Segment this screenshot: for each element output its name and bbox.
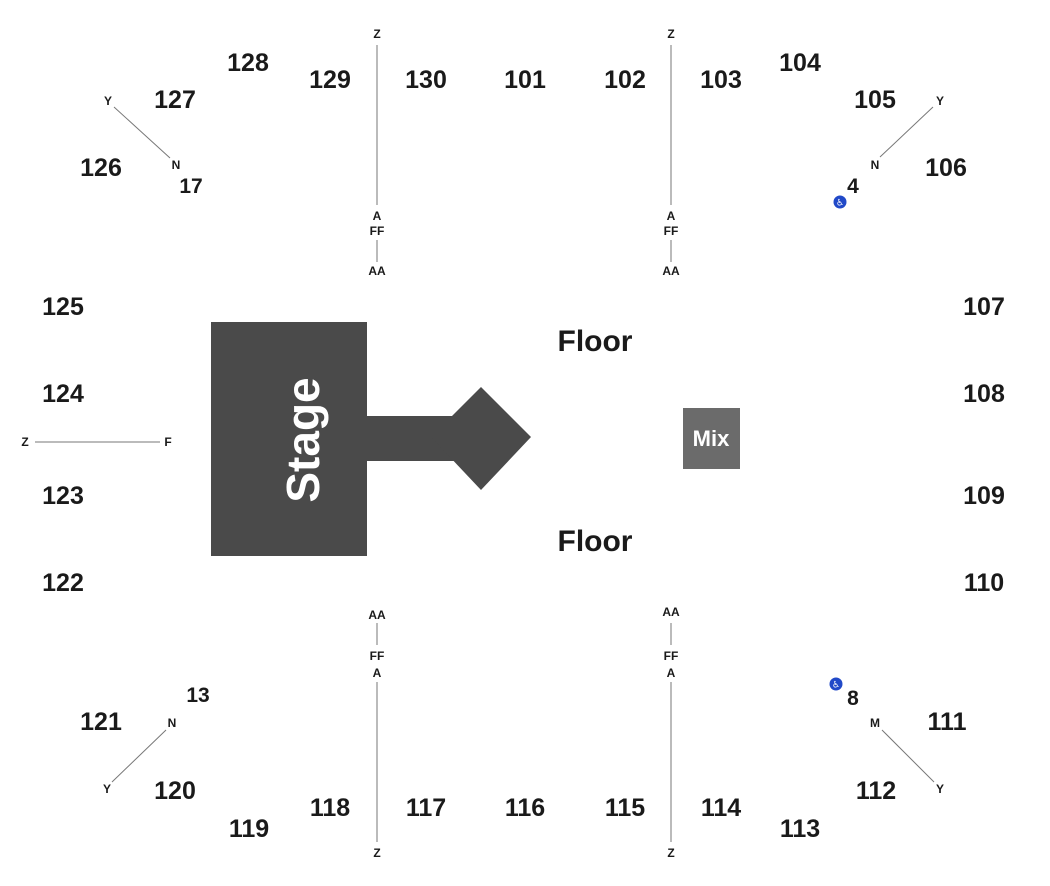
row-label: A bbox=[373, 209, 382, 223]
section-107[interactable]: 107 bbox=[963, 293, 1005, 321]
row-label: Z bbox=[667, 846, 674, 860]
row-label: A bbox=[667, 666, 676, 680]
section-105[interactable]: 105 bbox=[854, 86, 896, 114]
mix-box bbox=[683, 408, 740, 469]
entrance-8[interactable]: 8 bbox=[847, 687, 859, 710]
mix-label: Mix bbox=[693, 426, 730, 451]
row-label: FF bbox=[370, 224, 385, 238]
row-label: N bbox=[168, 716, 177, 730]
row-label: FF bbox=[664, 224, 679, 238]
section-130[interactable]: 130 bbox=[405, 66, 447, 94]
aisle-line-ne bbox=[879, 106, 934, 158]
row-label: A bbox=[667, 209, 676, 223]
section-118[interactable]: 118 bbox=[310, 794, 350, 822]
section-113[interactable]: 113 bbox=[780, 815, 820, 843]
section-103[interactable]: 103 bbox=[700, 66, 742, 94]
row-label: A bbox=[373, 666, 382, 680]
row-label: Z bbox=[373, 27, 380, 41]
wheelchair-icon[interactable]: ♿ bbox=[829, 677, 843, 691]
mix-position[interactable]: Mix bbox=[683, 408, 740, 469]
section-125[interactable]: 125 bbox=[42, 293, 84, 321]
row-label: AA bbox=[368, 264, 386, 278]
row-label: Y bbox=[936, 94, 944, 108]
entrance-13[interactable]: 13 bbox=[186, 684, 209, 707]
aisle-line-se bbox=[881, 729, 935, 783]
section-106[interactable]: 106 bbox=[925, 154, 967, 182]
section-126[interactable]: 126 bbox=[80, 154, 122, 182]
row-label: AA bbox=[662, 264, 680, 278]
section-127[interactable]: 127 bbox=[154, 86, 196, 114]
stage-block bbox=[211, 322, 367, 556]
svg-text:♿: ♿ bbox=[836, 199, 844, 209]
section-117[interactable]: 117 bbox=[406, 794, 446, 822]
section-122[interactable]: 122 bbox=[42, 569, 84, 597]
section-101[interactable]: 101 bbox=[504, 66, 546, 94]
row-label: M bbox=[870, 716, 880, 730]
section-109[interactable]: 109 bbox=[963, 482, 1005, 510]
aisle-line-nw bbox=[113, 106, 171, 159]
row-label: Z bbox=[667, 27, 674, 41]
section-102[interactable]: 102 bbox=[604, 66, 646, 94]
wheelchair-icon[interactable]: ♿ bbox=[833, 195, 847, 209]
row-label: Z bbox=[21, 435, 28, 449]
section-112[interactable]: 112 bbox=[856, 777, 896, 805]
section-114[interactable]: 114 bbox=[701, 794, 741, 822]
row-label: F bbox=[164, 435, 171, 449]
section-124[interactable]: 124 bbox=[42, 380, 84, 408]
section-123[interactable]: 123 bbox=[42, 482, 84, 510]
section-110[interactable]: 110 bbox=[964, 569, 1004, 597]
section-108[interactable]: 108 bbox=[963, 380, 1005, 408]
stage-thrust bbox=[431, 387, 531, 490]
section-115[interactable]: 115 bbox=[605, 794, 645, 822]
section-116[interactable]: 116 bbox=[505, 794, 545, 822]
row-label: AA bbox=[662, 605, 680, 619]
section-121[interactable]: 121 bbox=[80, 708, 122, 736]
floor-label-south[interactable]: Floor bbox=[558, 525, 633, 558]
section-111[interactable]: 111 bbox=[928, 708, 967, 736]
floor-label-north[interactable]: Floor bbox=[558, 325, 633, 358]
row-label: N bbox=[871, 158, 880, 172]
row-label: FF bbox=[664, 649, 679, 663]
section-129[interactable]: 129 bbox=[309, 66, 351, 94]
section-104[interactable]: 104 bbox=[779, 49, 821, 77]
section-128[interactable]: 128 bbox=[227, 49, 269, 77]
aisle-line-sw bbox=[111, 729, 167, 783]
svg-text:♿: ♿ bbox=[832, 681, 840, 691]
row-label: N bbox=[172, 158, 181, 172]
entrance-4[interactable]: 4 bbox=[847, 175, 859, 198]
row-label: Y bbox=[103, 782, 111, 796]
section-119[interactable]: 119 bbox=[229, 815, 269, 843]
stage[interactable]: Stage bbox=[211, 322, 531, 556]
row-label: Z bbox=[373, 846, 380, 860]
row-label: Y bbox=[936, 782, 944, 796]
stage-label: Stage bbox=[277, 377, 329, 502]
entrance-17[interactable]: 17 bbox=[179, 175, 202, 198]
row-label: Y bbox=[104, 94, 112, 108]
row-label: FF bbox=[370, 649, 385, 663]
section-120[interactable]: 120 bbox=[154, 777, 196, 805]
row-label: AA bbox=[368, 608, 386, 622]
